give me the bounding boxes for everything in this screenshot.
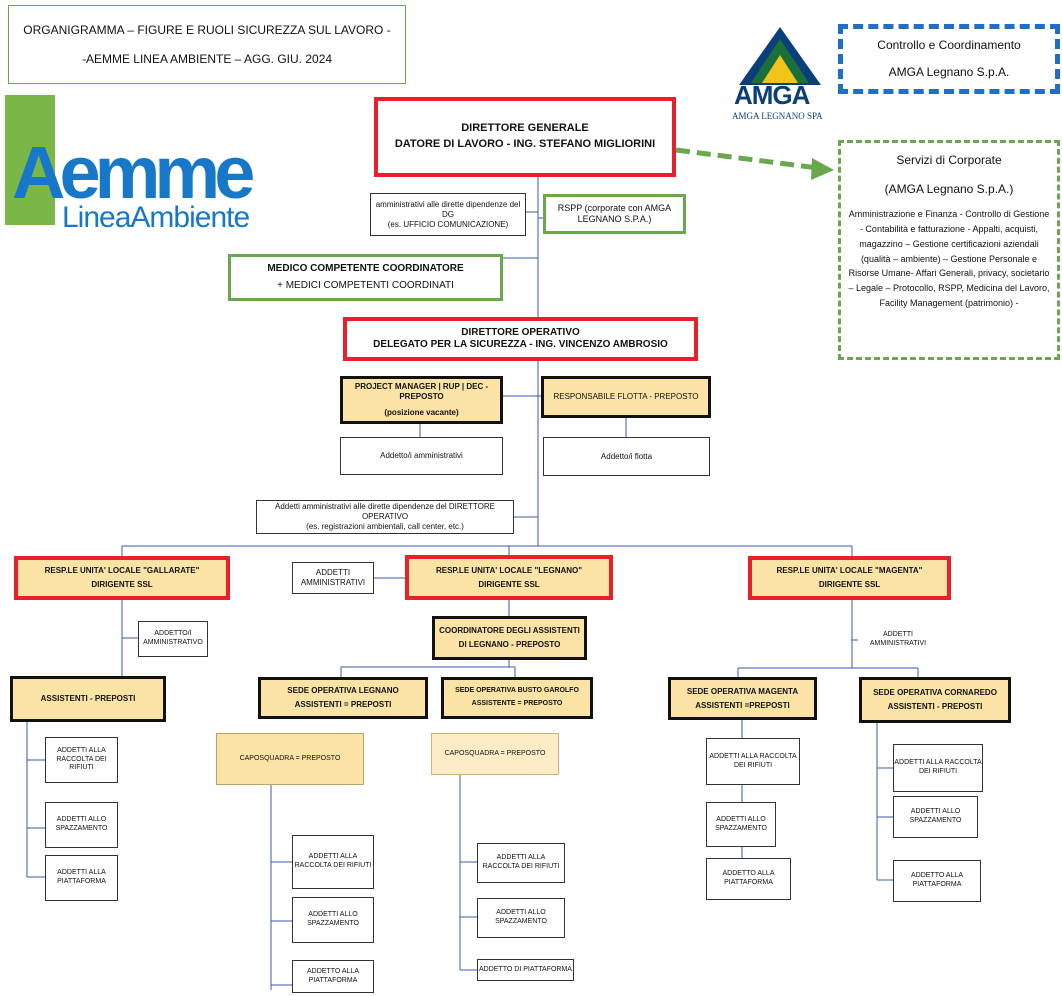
corporate-services-box: Servizi di Corporate (AMGA Legnano S.p.A… <box>838 140 1060 360</box>
assistenti-gallarate-box: ASSISTENTI - PREPOSTI <box>10 676 166 722</box>
ul-legnano-role: DIRIGENTE SSL <box>478 579 540 589</box>
ul-magenta-box: RESP.LE UNITA' LOCALE "MAGENTA" DIRIGENT… <box>748 556 951 600</box>
magenta-spazzamento-box: ADDETTI ALLO SPAZZAMENTO <box>706 802 776 847</box>
chart-title-box: ORGANIGRAMMA – FIGURE E RUOLI SICUREZZA … <box>8 5 406 84</box>
do-name: DELEGATO PER LA SICUREZZA - ING. VINCENZ… <box>373 339 668 350</box>
corporate-subtitle: (AMGA Legnano S.p.A.) <box>884 182 1014 196</box>
sede-cornaredo-title: SEDE OPERATIVA CORNAREDO <box>873 688 997 697</box>
sede-busto-box: SEDE OPERATIVA BUSTO GAROLFO ASSISTENTE … <box>441 677 593 719</box>
control-line2: AMGA Legnano S.p.A. <box>888 65 1010 79</box>
amga-logo-caption: AMGA LEGNANO SPA <box>732 111 823 121</box>
amga-logo-text: AMGA <box>734 80 810 110</box>
sede-busto-role: ASSISTENTE = PREPOSTO <box>471 700 563 707</box>
legnano-piattaforma-box: ADDETTO ALLA PIATTAFORMA <box>292 960 374 993</box>
caposquadra-legnano-box: CAPOSQUADRA = PREPOSTO <box>216 733 364 785</box>
admin-do-box: Addetti amministrativi alle dirette dipe… <box>256 500 514 534</box>
sede-legnano-title: SEDE OPERATIVA LEGNANO <box>287 686 399 695</box>
coordinatore-title: COORDINATORE DEGLI ASSISTENTI <box>439 626 580 635</box>
coordinatore-role: DI LEGNANO - PREPOSTO <box>458 640 561 649</box>
busto-piattaforma-box: ADDETTO DI PIATTAFORMA <box>477 959 574 981</box>
sede-cornaredo-box: SEDE OPERATIVA CORNAREDO ASSISTENTI - PR… <box>859 677 1011 723</box>
legnano-raccolta-box: ADDETTI ALLA RACCOLTA DEI RIFIUTI <box>292 835 374 889</box>
gallarate-piattaforma-box: ADDETTI ALLA PIATTAFORMA <box>45 855 118 901</box>
magenta-raccolta-box: ADDETTI ALLA RACCOLTA DEI RIFIUTI <box>706 738 800 785</box>
busto-raccolta-box: ADDETTI ALLA RACCOLTA DEI RIFIUTI <box>477 843 565 883</box>
control-line1: Controllo e Coordinamento <box>877 38 1021 52</box>
admin-dg-box: amministrativi alle dirette dipendenze d… <box>370 193 526 236</box>
do-title: DIRETTORE OPERATIVO <box>461 326 580 338</box>
rspp-box: RSPP (corporate con AMGA LEGNANO S.P.A.) <box>543 194 686 234</box>
ul-legnano-admin-box: ADDETTI AMMINISTRATIVI <box>292 562 374 594</box>
direttore-operativo-box: DIRETTORE OPERATIVO DELEGATO PER LA SICU… <box>343 317 698 361</box>
ul-gallarate-box: RESP.LE UNITA' LOCALE "GALLARATE" DIRIGE… <box>14 556 230 600</box>
ul-magenta-role: DIRIGENTE SSL <box>818 580 881 589</box>
busto-spazzamento-box: ADDETTI ALLO SPAZZAMENTO <box>477 898 565 938</box>
control-box: Controllo e Coordinamento AMGA Legnano S… <box>838 24 1060 94</box>
cornaredo-raccolta-box: ADDETTI ALLA RACCOLTA DEI RIFIUTI <box>893 744 983 792</box>
addetti-flotta-box: Addetto/i flotta <box>543 437 710 476</box>
cornaredo-spazzamento-box: ADDETTI ALLO SPAZZAMENTO <box>893 796 978 838</box>
gallarate-raccolta-box: ADDETTI ALLA RACCOLTA DEI RIFIUTI <box>45 737 118 783</box>
aemme-logo-pattern <box>5 95 55 225</box>
chart-title-line2: -AEMME LINEA AMBIENTE – AGG. GIU. 2024 <box>81 51 333 66</box>
ul-gallarate-title: RESP.LE UNITA' LOCALE "GALLARATE" <box>44 566 200 575</box>
cornaredo-piattaforma-box: ADDETTO ALLA PIATTAFORMA <box>893 860 981 902</box>
aemme-logo: Aemme <box>12 130 255 215</box>
aemme-logo-subtitle: LineaAmbiente <box>62 201 250 234</box>
project-manager-box: PROJECT MANAGER | RUP | DEC - PREPOSTO (… <box>340 376 503 424</box>
medico-title: MEDICO COMPETENTE COORDINATORE <box>267 263 464 274</box>
caposquadra-busto-box: CAPOSQUADRA = PREPOSTO <box>431 733 559 775</box>
dg-title: DIRETTORE GENERALE <box>461 122 589 135</box>
admin-dg-line1: amministrativi alle dirette dipendenze d… <box>375 199 521 219</box>
responsabile-flotta-box: RESPONSABILE FLOTTA - PREPOSTO <box>541 376 711 418</box>
sede-magenta-role: ASSISTENTI =PREPOSTI <box>695 700 790 710</box>
coordinatore-assistenti-box: COORDINATORE DEGLI ASSISTENTI DI LEGNANO… <box>432 616 587 660</box>
magenta-admin-box: ADDETTI AMMINISTRATIVI <box>858 619 938 660</box>
sede-magenta-box: SEDE OPERATIVA MAGENTA ASSISTENTI =PREPO… <box>668 677 817 720</box>
medico-subtitle: + MEDICI COMPETENTI COORDINATI <box>277 279 454 291</box>
magenta-piattaforma-box: ADDETTO ALLA PIATTAFORMA <box>706 858 791 900</box>
admin-dg-line2: (es. UFFICIO COMUNICAZIONE) <box>387 219 509 229</box>
sede-busto-title: SEDE OPERATIVA BUSTO GAROLFO <box>455 687 579 695</box>
dg-name: DATORE DI LAVORO - ING. STEFANO MIGLIORI… <box>394 138 656 150</box>
corporate-title: Servizi di Corporate <box>896 153 1002 167</box>
ul-legnano-box: RESP.LE UNITA' LOCALE "LEGNANO" DIRIGENT… <box>405 555 613 600</box>
addetti-amministrativi-box: Addetto/i amministrativi <box>340 437 503 475</box>
ul-gallarate-role: DIRIGENTE SSL <box>91 580 153 589</box>
pm-title: PROJECT MANAGER | RUP | DEC - PREPOSTO <box>354 382 489 401</box>
pm-status: (posizione vacante) <box>384 408 459 417</box>
gallarate-spazzamento-box: ADDETTI ALLO SPAZZAMENTO <box>45 802 118 848</box>
corporate-description: Amministrazione e Finanza - Controllo di… <box>848 209 1050 309</box>
chart-title-line1: ORGANIGRAMMA – FIGURE E RUOLI SICUREZZA … <box>23 22 391 37</box>
sede-legnano-box: SEDE OPERATIVA LEGNANO ASSISTENTI = PREP… <box>258 677 428 719</box>
sede-magenta-title: SEDE OPERATIVA MAGENTA <box>686 686 799 696</box>
medico-competente-box: MEDICO COMPETENTE COORDINATORE + MEDICI … <box>228 254 503 301</box>
ul-magenta-title: RESP.LE UNITA' LOCALE "MAGENTA" <box>776 566 923 575</box>
admin-do-line1: Addetti amministrativi alle dirette dipe… <box>275 502 495 521</box>
gallarate-admin-box: ADDETTO/I AMMINISTRATIVO <box>138 621 208 657</box>
legnano-spazzamento-box: ADDETTI ALLO SPAZZAMENTO <box>292 897 374 943</box>
amga-logo-icon <box>738 27 822 113</box>
admin-do-line2: (es. registrazioni ambientali, call cent… <box>306 522 464 531</box>
direttore-generale-box: DIRETTORE GENERALE DATORE DI LAVORO - IN… <box>374 97 676 177</box>
sede-cornaredo-role: ASSISTENTI - PREPOSTI <box>887 702 983 711</box>
ul-legnano-title: RESP.LE UNITA' LOCALE "LEGNANO" <box>435 565 583 575</box>
sede-legnano-role: ASSISTENTI = PREPOSTI <box>294 700 392 709</box>
aemme-logo-big: Aemme <box>12 131 255 214</box>
